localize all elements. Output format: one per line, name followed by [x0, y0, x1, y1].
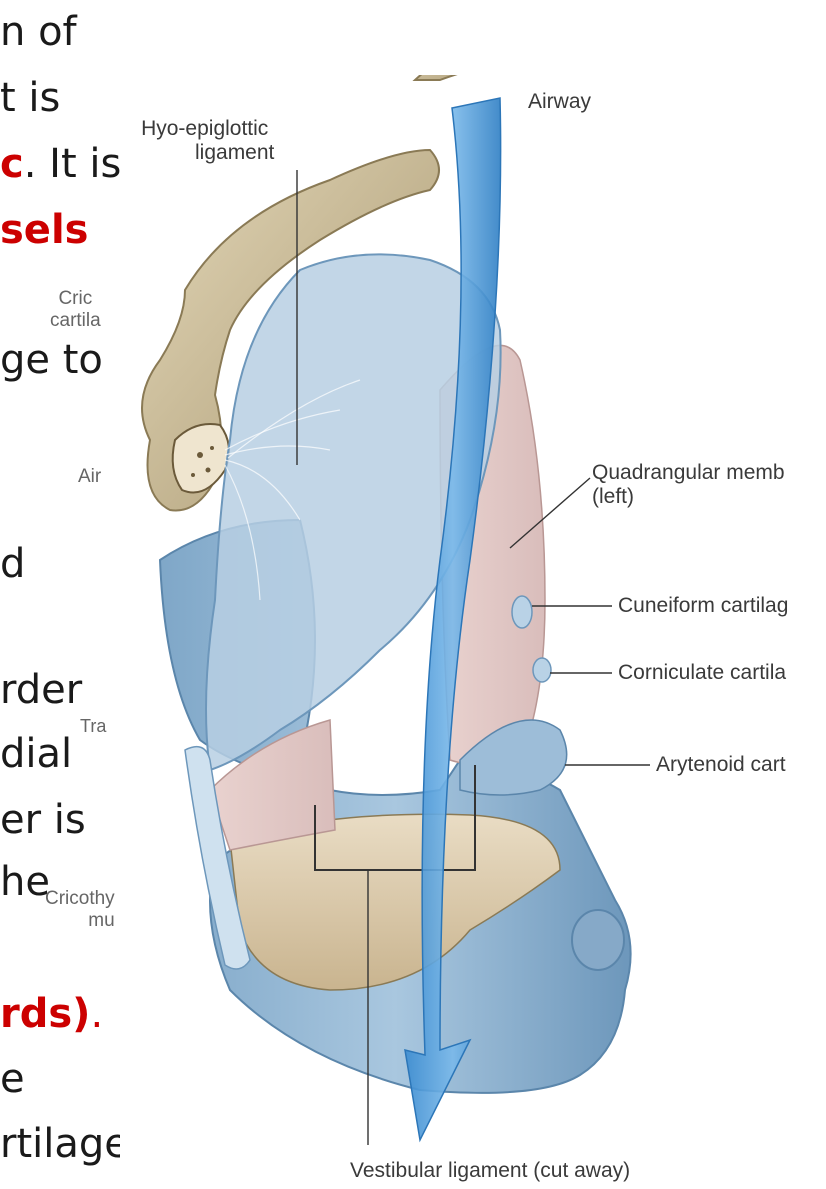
slide-text-segment: c — [0, 141, 24, 187]
label-hyo-epiglottic-line2: ligament — [135, 141, 274, 165]
slide-text-segment: dial — [0, 731, 72, 777]
label-quadrangular: Quadrangular memb (left) — [592, 461, 785, 509]
slide-text-segment: . It is — [24, 141, 122, 187]
faded-label-cricothy-line2: mu — [45, 910, 115, 932]
cuneiform-nodule — [512, 596, 532, 628]
faded-label-cricothy-line1: Cricothy — [45, 888, 115, 910]
label-hyo-epiglottic: Hyo-epiglottic ligament — [135, 117, 274, 165]
larynx-illustration — [120, 75, 826, 1189]
faded-label-tra: Tra — [80, 715, 106, 737]
label-airway: Airway — [528, 90, 591, 114]
label-vestibular: Vestibular ligament (cut away) — [350, 1159, 630, 1183]
slide-text-segment: n of — [0, 9, 77, 55]
slide-text-line: dial — [0, 730, 72, 778]
cricoid-bump — [572, 910, 624, 970]
slide-text-line: rtilage — [0, 1120, 129, 1168]
corniculate-nodule — [533, 658, 551, 682]
slide-text-line: rder — [0, 666, 82, 714]
faded-label-crico: Cric cartila — [50, 288, 101, 332]
slide-text-segment: t is — [0, 75, 60, 121]
larynx-figure: Airway Hyo-epiglottic ligament Quadrangu… — [120, 75, 826, 1189]
slide-text-segment: rtilage — [0, 1121, 129, 1167]
faded-label-cricothy: Cricothy mu — [45, 888, 115, 932]
slide-text-line: n of — [0, 8, 77, 56]
slide-text-segment: he — [0, 859, 50, 905]
slide-text-segment: sels — [0, 207, 88, 253]
label-quadrangular-line1: Quadrangular memb — [592, 461, 785, 485]
slide-text-line: e — [0, 1055, 25, 1103]
faded-label-crico-line2: cartila — [50, 310, 101, 332]
slide-text-segment: er is — [0, 797, 86, 843]
slide-text-line: d — [0, 540, 25, 588]
slide-text-line: ge to — [0, 336, 103, 384]
slide-text-segment: ge to — [0, 337, 103, 383]
slide-text-segment: e — [0, 1056, 25, 1102]
faded-label-crico-line1: Cric — [50, 288, 101, 310]
slide-text-line: sels — [0, 206, 88, 254]
hyoid-cut-surface — [173, 424, 229, 493]
slide-text-line: er is — [0, 796, 86, 844]
slide-text-line: c. It is — [0, 140, 121, 188]
slide-text-line: he — [0, 858, 50, 906]
slide-text-segment: . — [90, 991, 103, 1037]
label-quadrangular-line2: (left) — [592, 485, 785, 509]
label-cuneiform: Cuneiform cartilag — [618, 594, 788, 618]
label-corniculate: Corniculate cartila — [618, 661, 786, 685]
slide-text-line: t is — [0, 74, 60, 122]
slide-text-segment: rder — [0, 667, 82, 713]
slide-text-segment: d — [0, 541, 25, 587]
slide-text-segment: rds) — [0, 991, 90, 1037]
label-hyo-epiglottic-line1: Hyo-epiglottic — [135, 117, 274, 141]
hyoid-bone-upper — [415, 75, 526, 80]
label-arytenoid: Arytenoid cart — [656, 753, 786, 777]
faded-label-air: Air — [78, 466, 101, 488]
slide-text-line: rds). — [0, 990, 103, 1038]
